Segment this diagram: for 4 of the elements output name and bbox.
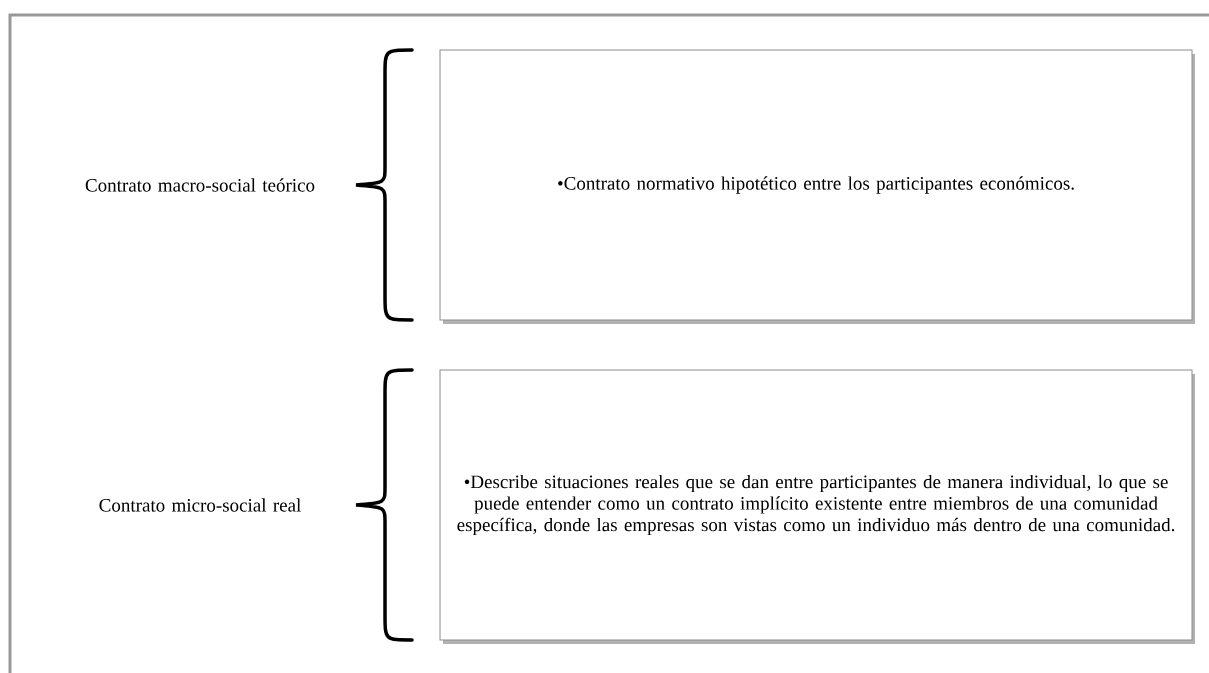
category-label: Contrato micro-social real xyxy=(99,498,301,512)
text-box: •Contrato normativo hipotético entre los participantes económicos. xyxy=(439,49,1195,324)
category-label: Contrato macro-social teórico xyxy=(85,178,315,192)
text-box: •Describe situaciones reales que se dan entre participantes de manera individual, lo que se puede entender como un contrato implícito existente entre miembros de una comunidad específica, donde las empresas son vistas como un individuo más dentro de una comunidad. xyxy=(439,369,1195,644)
